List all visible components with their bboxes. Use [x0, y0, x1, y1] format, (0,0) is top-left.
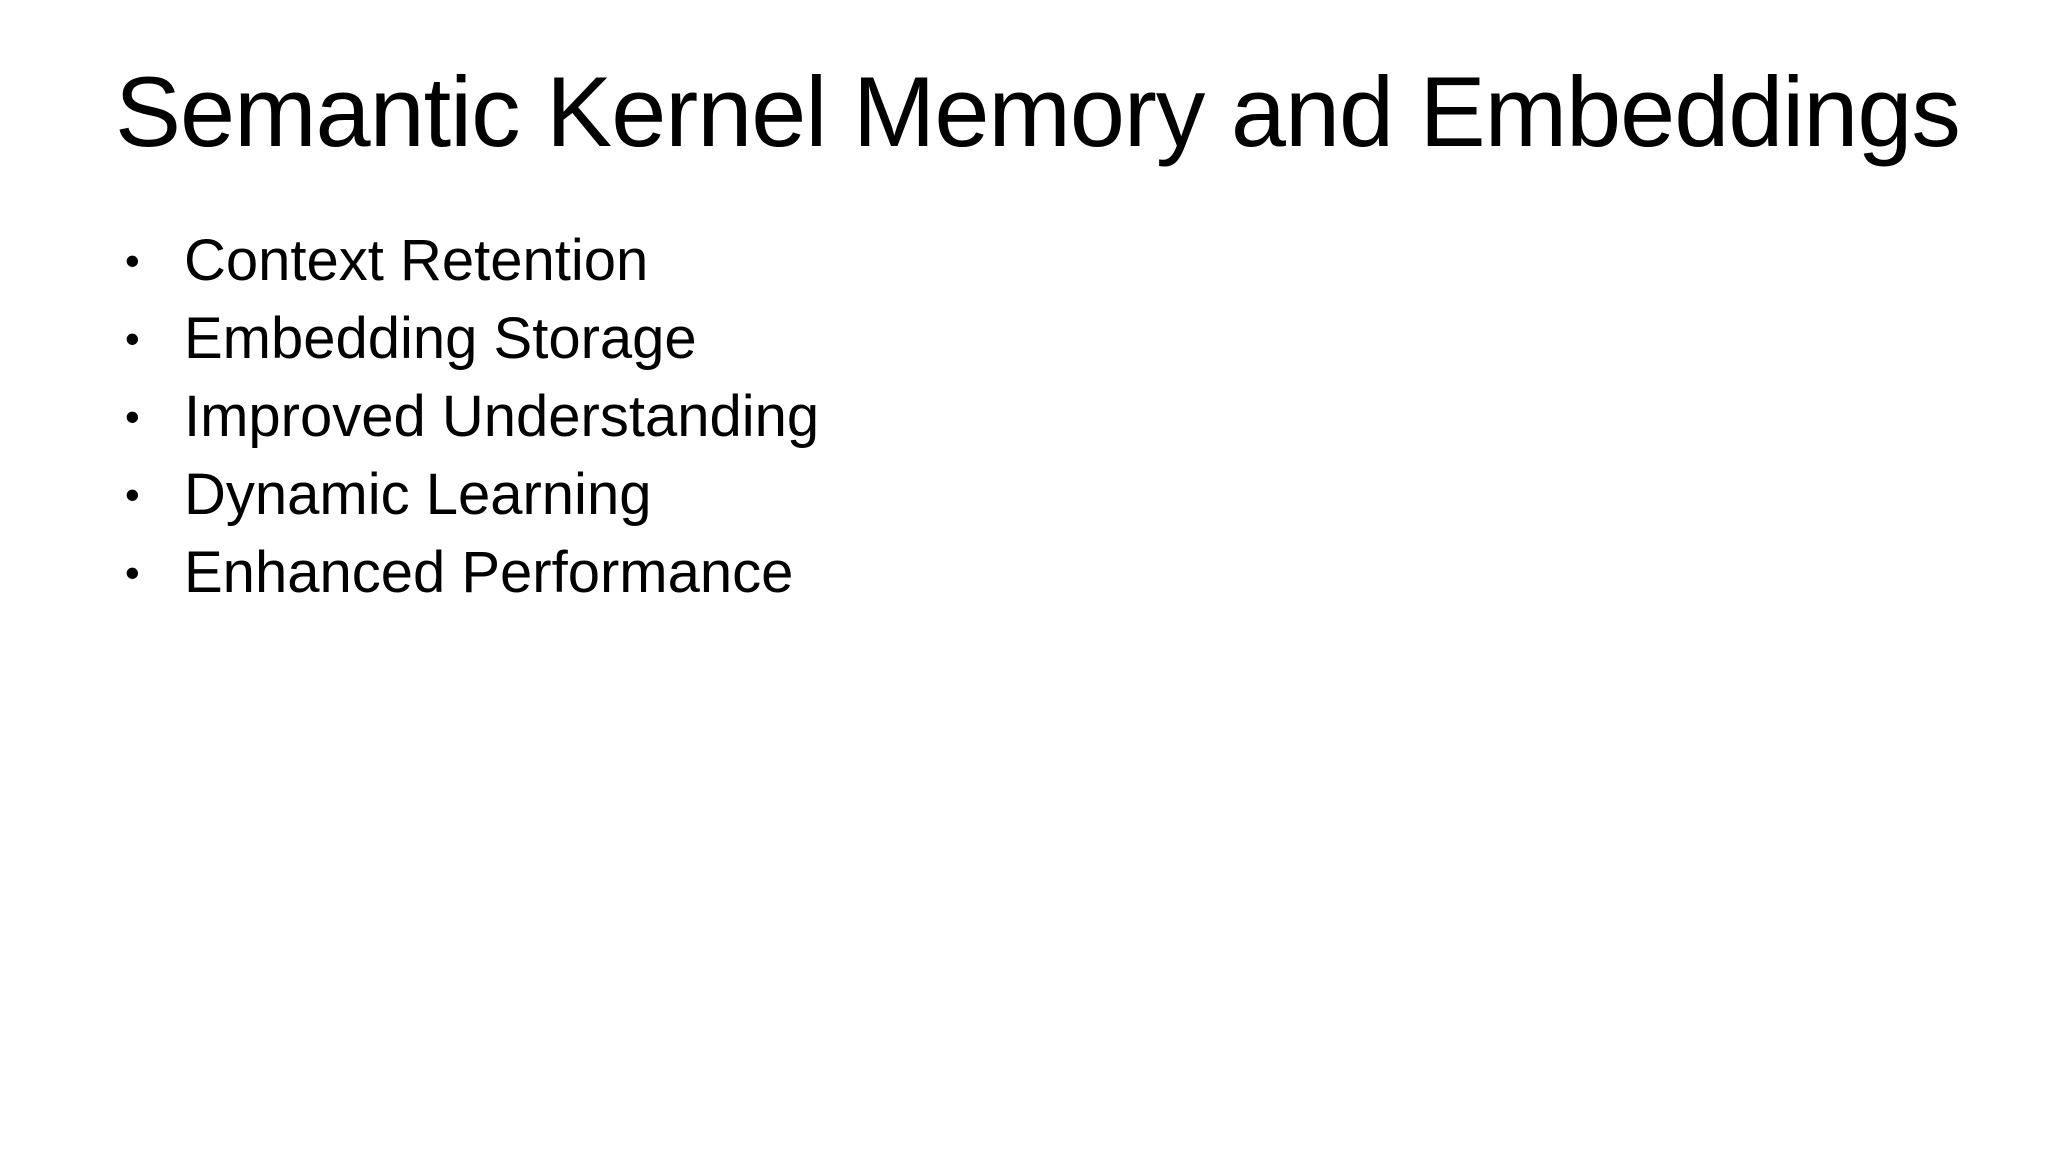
- bullet-icon: •: [125, 315, 140, 362]
- list-item-label: Enhanced Performance: [184, 540, 794, 605]
- list-item: • Improved Understanding: [125, 378, 819, 456]
- bullet-icon: •: [125, 471, 140, 518]
- list-item-label: Context Retention: [184, 228, 649, 293]
- bullet-list: • Context Retention • Embedding Storage …: [125, 222, 819, 612]
- bullet-icon: •: [125, 549, 140, 596]
- list-item-label: Dynamic Learning: [184, 462, 652, 527]
- list-item: • Enhanced Performance: [125, 534, 819, 612]
- bullet-icon: •: [125, 237, 140, 284]
- bullet-icon: •: [125, 393, 140, 440]
- list-item-label: Embedding Storage: [184, 306, 697, 371]
- list-item-label: Improved Understanding: [184, 384, 820, 449]
- list-item: • Dynamic Learning: [125, 456, 819, 534]
- list-item: • Context Retention: [125, 222, 819, 300]
- slide-title: Semantic Kernel Memory and Embeddings: [115, 56, 1961, 167]
- list-item: • Embedding Storage: [125, 300, 819, 378]
